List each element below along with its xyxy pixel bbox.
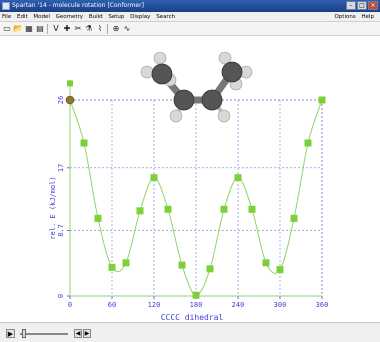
y-axis-label: rel. E (kJ/mol) [49, 176, 57, 239]
window-titlebar: Spartan '14 - molecule rotation [Conform… [0, 0, 380, 12]
hydrogen-atom [140, 65, 154, 79]
menu-options[interactable]: Options [334, 14, 356, 20]
data-point[interactable] [136, 207, 144, 215]
x-tick-label: 60 [108, 301, 116, 309]
animation-bar: ▶ ◀ ▶ [0, 322, 380, 342]
menu-geometry[interactable]: Geometry [55, 14, 84, 20]
save-icon[interactable]: ▦ [25, 24, 33, 33]
maximize-button[interactable]: □ [357, 1, 367, 10]
menu-model[interactable]: Model [33, 14, 50, 20]
molecule-model[interactable] [140, 51, 253, 123]
menu-search[interactable]: Search [156, 14, 176, 20]
data-point[interactable] [178, 261, 186, 269]
plot-grid [69, 99, 323, 297]
prev-frame-button[interactable]: ◀ [74, 329, 82, 338]
data-point[interactable] [80, 139, 88, 147]
carbon-atom [221, 61, 243, 83]
window-controls: – □ × [346, 1, 378, 10]
menu-setup[interactable]: Setup [108, 14, 125, 20]
energy-plot[interactable]: 0 60 120 180 240 300 360 0 8.7 17 26 CCCC dihedral… [0, 36, 380, 322]
model-canvas[interactable] [0, 36, 380, 322]
right-menus: Options Help [332, 12, 376, 21]
print-icon[interactable]: ▤ [36, 24, 44, 33]
menu-build[interactable]: Build [88, 14, 103, 20]
new-file-icon[interactable]: ▭ [3, 24, 11, 33]
data-point[interactable] [192, 291, 200, 299]
delete-icon[interactable]: ✂ [74, 24, 82, 33]
x-tick-label: 0 [68, 301, 72, 309]
graph-icon[interactable]: ∿ [123, 24, 131, 33]
carbon-atom [201, 89, 223, 111]
rotate-icon[interactable]: ⊕ [112, 24, 120, 33]
toolbar: ▭ 📂 ▦ ▤ V ✚ ✂ ⚗ ⌇ ⊕ ∿ [0, 22, 380, 36]
hydrogen-atom [169, 109, 183, 123]
measure-icon[interactable]: ⌇ [98, 24, 102, 33]
plot-axes: 0 60 120 180 240 300 360 0 8.7 17 26 [57, 80, 328, 309]
open-folder-icon[interactable]: 📂 [13, 24, 23, 33]
app-icon [2, 2, 10, 10]
menu-display[interactable]: Display [130, 14, 151, 20]
y-tick-label: 0 [57, 294, 65, 298]
y-tick-label: 17 [57, 164, 65, 172]
y-tick-label: 26 [57, 96, 65, 104]
data-point[interactable] [234, 174, 242, 182]
data-point[interactable] [290, 214, 298, 222]
close-button[interactable]: × [368, 1, 378, 10]
data-point[interactable] [150, 174, 158, 182]
toolbar-separator [47, 23, 49, 34]
hydrogen-atom [153, 51, 167, 65]
x-tick-label: 180 [190, 301, 203, 309]
energy-series [65, 80, 326, 299]
menu-help[interactable]: Help [361, 14, 374, 20]
data-point[interactable] [122, 259, 130, 267]
y-tick-label: 8.7 [57, 224, 65, 237]
x-tick-label: 120 [148, 301, 161, 309]
play-button[interactable]: ▶ [6, 329, 15, 338]
carbon-atom [151, 63, 173, 85]
data-point[interactable] [220, 205, 228, 213]
x-tick-label: 240 [232, 301, 245, 309]
hydrogen-atom [217, 109, 231, 123]
hydrogen-atom [218, 51, 232, 65]
current-frame-marker[interactable] [65, 95, 75, 105]
minimize-button[interactable]: – [346, 1, 356, 10]
data-point[interactable] [276, 266, 284, 274]
data-point[interactable] [304, 139, 312, 147]
build-icon[interactable]: ⚗ [85, 24, 93, 33]
frame-step-buttons: ◀ ▶ [74, 329, 91, 338]
data-point[interactable] [248, 205, 256, 213]
data-point[interactable] [94, 214, 102, 222]
menu-bar: File Edit Model Geometry Build Setup Dis… [0, 12, 380, 22]
menu-file[interactable]: File [2, 14, 12, 20]
data-point[interactable] [318, 96, 326, 104]
x-tick-label: 300 [274, 301, 287, 309]
data-point[interactable] [262, 259, 270, 267]
data-point[interactable] [67, 80, 73, 87]
view-icon[interactable]: V [53, 24, 59, 33]
data-point[interactable] [108, 263, 116, 271]
frame-slider-thumb[interactable] [22, 329, 26, 338]
data-point[interactable] [164, 205, 172, 213]
toolbar-separator [107, 23, 109, 34]
window-title: Spartan '14 - molecule rotation [Conform… [12, 2, 144, 9]
next-frame-button[interactable]: ▶ [83, 329, 91, 338]
x-axis-label: CCCC dihedral [161, 313, 224, 322]
add-fragment-icon[interactable]: ✚ [63, 24, 71, 33]
menu-edit[interactable]: Edit [16, 14, 28, 20]
x-tick-label: 360 [316, 301, 329, 309]
carbon-atom [173, 89, 195, 111]
frame-slider-track[interactable] [20, 333, 68, 335]
data-point[interactable] [206, 265, 214, 273]
